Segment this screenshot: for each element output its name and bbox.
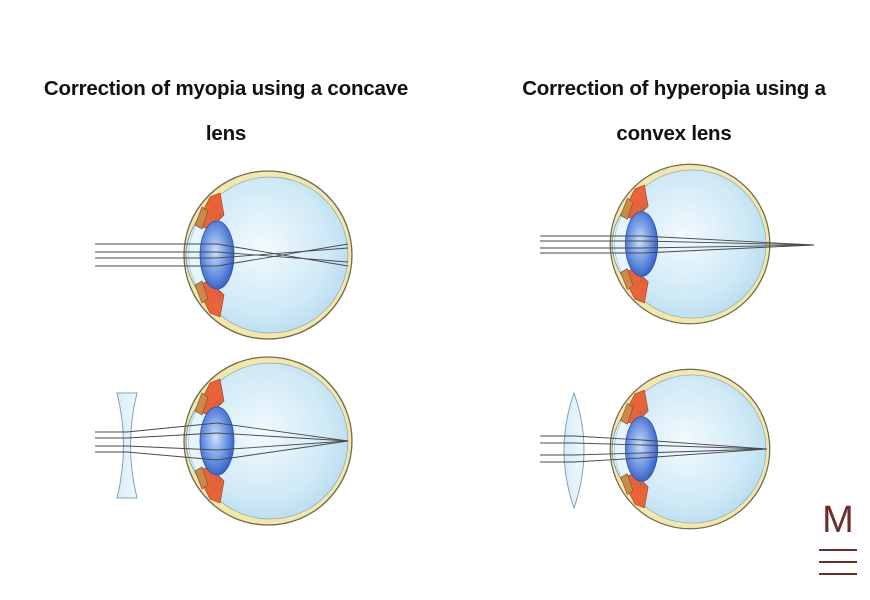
myopia-eye-uncorrected <box>95 170 353 340</box>
concave-lens <box>116 392 138 499</box>
myopia-title-line1: Correction of myopia using a concave <box>43 77 409 100</box>
hyperopia-eye-uncorrected <box>540 163 815 325</box>
myopia-title: Correction of myopia using a concave len… <box>0 66 452 156</box>
hyperopia-eye-corrected <box>540 368 771 530</box>
hyperopia-title: Correction of hyperopia using a convex l… <box>478 66 870 156</box>
convex-lens <box>563 391 585 510</box>
myopia-title-line2: lens <box>205 122 247 145</box>
hyperopia-title-line2: convex lens <box>616 122 732 145</box>
hyperopia-title-line1: Correction of hyperopia using a <box>522 77 826 100</box>
brand-logo: M <box>819 500 857 575</box>
logo-letter: M <box>822 500 854 541</box>
myopia-rays-corrected <box>95 422 349 461</box>
myopia-rays-uncorrected <box>95 243 349 267</box>
hyperopia-rays-uncorrected <box>540 235 815 254</box>
hyperopia-rays-corrected <box>540 435 768 463</box>
myopia-eye-corrected <box>95 356 353 526</box>
